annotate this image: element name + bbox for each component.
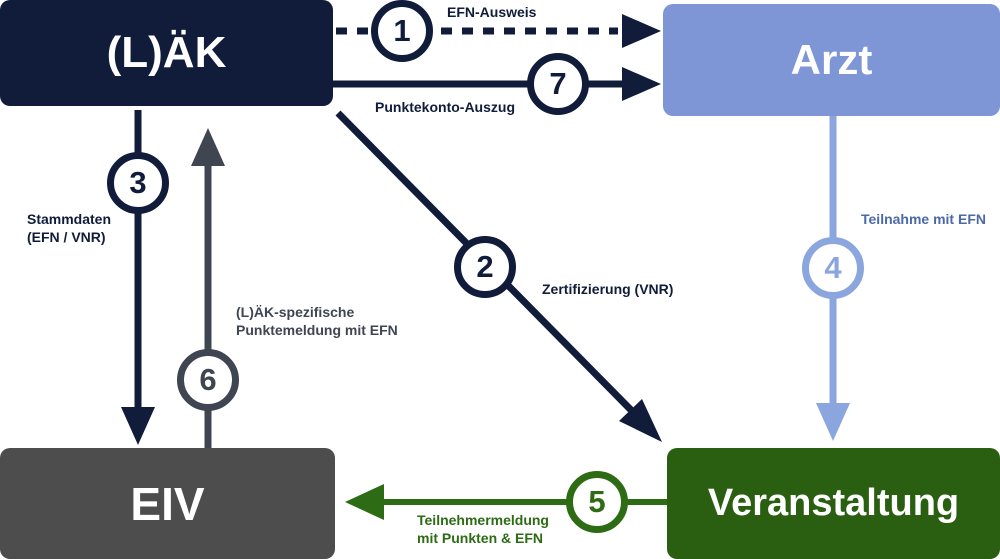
flow-label-punktemeldung: (L)ÄK-spezifische Punktemeldung mit EFN [236,304,398,339]
flow-label-efn-ausweis: EFN-Ausweis [447,4,537,20]
flow-label-zertifizierung: Zertifizierung (VNR) [542,281,674,297]
step-badge-2: 2 [454,236,516,298]
flow-7-arrow-punktekonto-auszug [333,67,661,101]
step-badge-7: 7 [527,53,589,115]
node-laek: (L)ÄK [0,0,333,106]
flow-label-teilnahme: Teilnahme mit EFN [861,211,986,227]
node-veranstaltung-label: Veranstaltung [707,482,960,524]
step-badge-3: 3 [107,152,169,214]
node-veranstaltung: Veranstaltung [667,448,1000,559]
flow-label-punktekonto-auszug: Punktekonto-Auszug [375,99,515,115]
node-arzt-label: Arzt [790,36,873,83]
flow-label-teilnehmermeldung: Teilnehmermeldung mit Punkten & EFN [417,512,549,547]
node-eiv-label: EIV [130,477,205,530]
step-badge-5: 5 [566,471,628,533]
flow-label-stammdaten: Stammdaten (EFN / VNR) [27,211,112,246]
step-badge-1: 1 [371,0,433,62]
node-laek-label: (L)ÄK [106,28,227,77]
step-badge-4: 4 [802,237,864,299]
node-arzt: Arzt [663,4,1000,116]
node-eiv: EIV [0,448,335,559]
step-badge-6: 6 [177,349,239,411]
